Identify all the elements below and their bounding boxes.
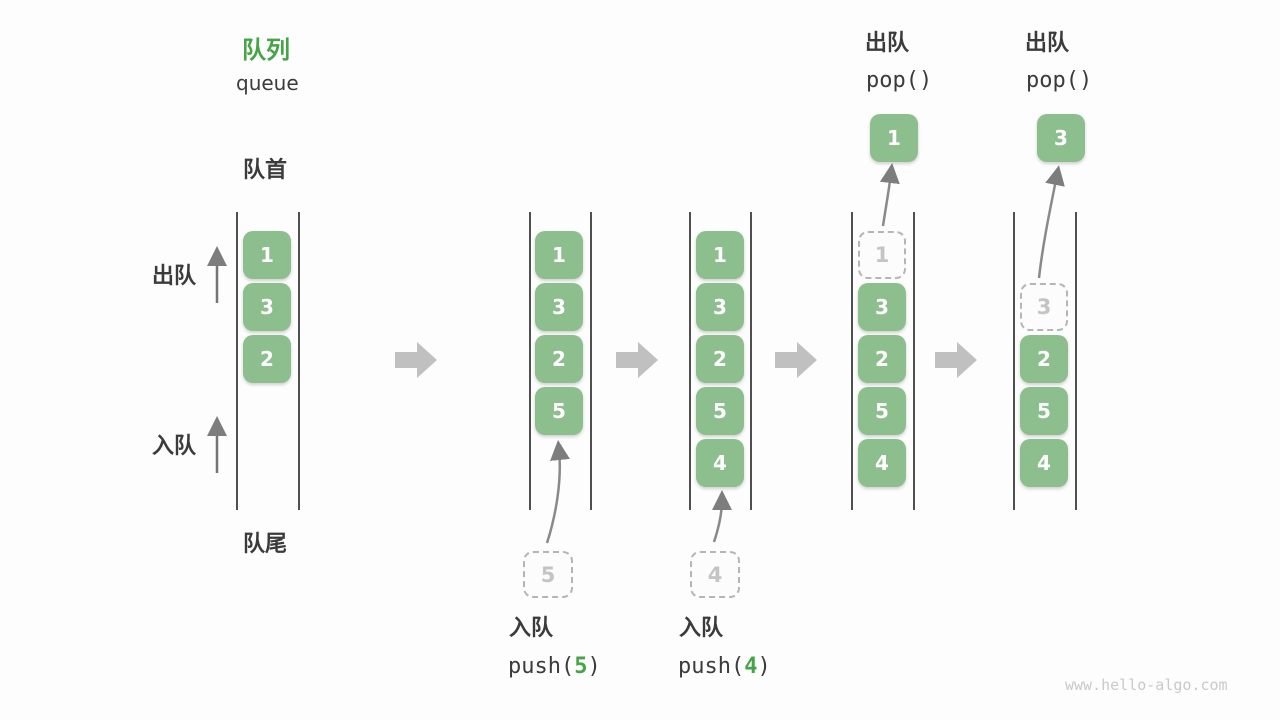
queue-box: 3 [858, 283, 906, 331]
column-line [750, 212, 752, 510]
diagram-title-en: queue [236, 71, 299, 95]
queue-box: 3 [696, 283, 744, 331]
push-5-arrow-icon [545, 440, 570, 544]
push-5-arg: 5 [574, 654, 588, 679]
queue-box: 3 [243, 283, 291, 331]
popped-ghost-box: 1 [858, 231, 906, 279]
queue-box: 4 [1020, 439, 1068, 487]
queue-box: 5 [696, 387, 744, 435]
column-line [298, 212, 300, 510]
queue-box: 2 [858, 335, 906, 383]
queue-box: 2 [535, 335, 583, 383]
step-arrow-icon [935, 342, 977, 378]
enqueue-side-label: 入队 [152, 434, 197, 459]
column-line [1075, 212, 1077, 510]
push-5-code: push(5) [508, 654, 601, 679]
popped-box: 1 [870, 114, 918, 162]
pop-1-code: pop() [866, 68, 933, 93]
queue-box: 2 [696, 335, 744, 383]
dequeue-side-label: 出队 [152, 264, 197, 289]
queue-box: 4 [696, 439, 744, 487]
diagram-title-zh: 队列 [242, 36, 290, 64]
queue-box: 1 [535, 231, 583, 279]
pop-1-arrow-icon [879, 163, 900, 227]
queue-box: 5 [858, 387, 906, 435]
column-line [236, 212, 238, 510]
column-line [590, 212, 592, 510]
step-arrow-icon [395, 342, 437, 378]
push-5-label-zh: 入队 [509, 616, 554, 641]
popped-ghost-box: 3 [1020, 283, 1068, 331]
push-4-code: push(4) [678, 654, 771, 679]
queue-box: 1 [696, 231, 744, 279]
pop-3-code: pop() [1026, 68, 1093, 93]
step-arrow-icon [775, 342, 817, 378]
pop-1-label-zh: 出队 [865, 31, 910, 56]
column-line [1013, 212, 1015, 510]
queue-box: 1 [243, 231, 291, 279]
push-4-arrow-icon [711, 490, 732, 543]
incoming-ghost-box: 4 [690, 551, 740, 598]
push-4-label-zh: 入队 [679, 616, 724, 641]
queue-box: 4 [858, 439, 906, 487]
queue-front-label: 队首 [243, 158, 288, 183]
popped-box: 3 [1037, 114, 1085, 162]
pop-3-label-zh: 出队 [1025, 31, 1070, 56]
incoming-ghost-box: 5 [523, 551, 573, 598]
queue-rear-label: 队尾 [243, 532, 288, 557]
column-line [913, 212, 915, 510]
step-arrow-icon [616, 342, 658, 378]
queue-box: 5 [1020, 387, 1068, 435]
column-line [529, 212, 531, 510]
queue-box: 5 [535, 387, 583, 435]
column-line [851, 212, 853, 510]
queue-box: 2 [1020, 335, 1068, 383]
pop-3-arrow-icon [1037, 165, 1065, 279]
column-line [689, 212, 691, 510]
watermark: www.hello-algo.com [1065, 676, 1228, 694]
queue-box: 2 [243, 335, 291, 383]
queue-box: 3 [535, 283, 583, 331]
push-4-arg: 4 [744, 654, 758, 679]
